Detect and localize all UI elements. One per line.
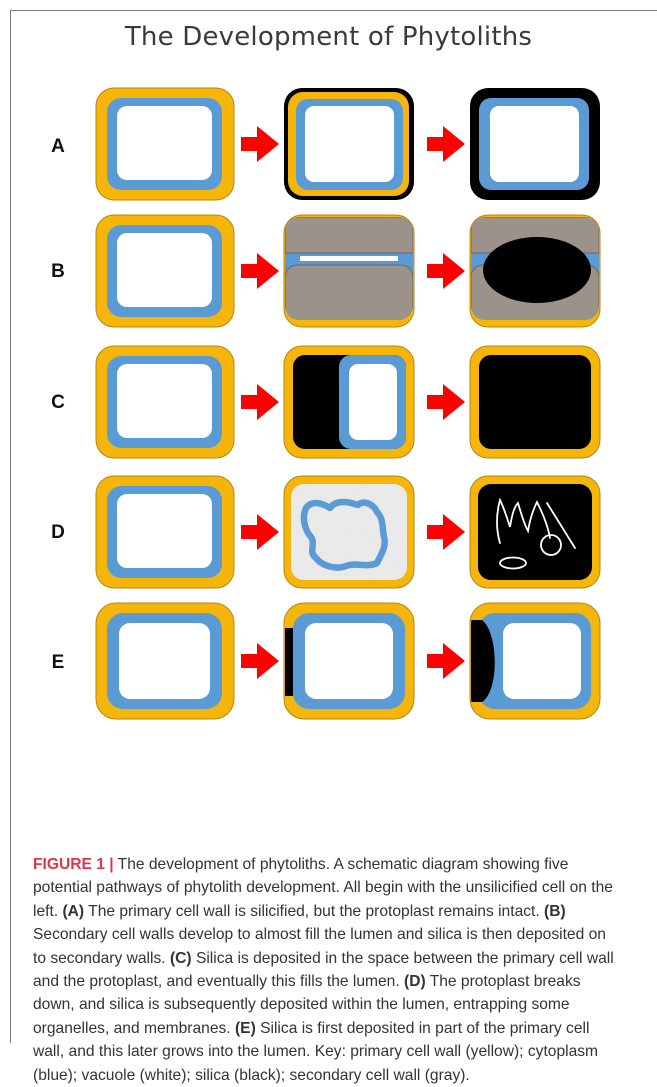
figure-title: The Development of Phytoliths [124, 22, 533, 52]
cell-b3-secondary-walls-silicified [469, 214, 601, 328]
arrow-b1 [241, 253, 279, 289]
caption-d-text: The protoplast breaks down, and silica i… [33, 973, 581, 1037]
figure-caption: FIGURE 1 | The development of phytoliths… [33, 853, 623, 1087]
figure-label: FIGURE 1 | [33, 856, 114, 873]
cell-e3-silica-grows-into-lumen [469, 602, 601, 720]
arrow-c2 [427, 384, 465, 420]
cell-e2-wall-partially-silicified [283, 602, 415, 720]
caption-b-label: (B) [544, 902, 566, 920]
caption-d-label: (D) [404, 973, 426, 991]
arrow-d2 [427, 514, 465, 550]
row-label-a: A [51, 136, 65, 157]
caption-c-label: (C) [169, 949, 192, 967]
arrow-e1 [241, 643, 279, 679]
arrow-a1 [241, 126, 279, 162]
phytolith-diagram: A B C D E [51, 87, 601, 720]
caption-e-label: (E) [234, 1019, 256, 1037]
cell-d3-lumen-silicified-with-organelles [469, 475, 601, 589]
arrow-c1 [241, 384, 279, 420]
cell-a2-wall-silicifying [284, 88, 414, 200]
figure-frame [10, 10, 657, 1043]
caption-a-text: The primary cell wall is silicified, but… [84, 902, 545, 920]
caption-a-label: (A) [62, 902, 85, 920]
arrow-b2 [427, 253, 465, 289]
row-label-e: E [52, 652, 65, 673]
row-label-b: B [51, 261, 65, 282]
cell-a1-unsilicified [95, 87, 235, 201]
arrow-d1 [241, 514, 279, 550]
caption-b-text: Secondary cell walls develop to almost f… [33, 926, 606, 967]
cell-d1-unsilicified [95, 475, 235, 589]
row-label-d: D [51, 522, 65, 543]
cell-c2-silica-between-wall-and-protoplast [283, 345, 415, 459]
cell-e1-unsilicified [95, 602, 235, 720]
arrow-a2 [427, 126, 465, 162]
cell-c3-lumen-filled [469, 345, 601, 459]
caption-c-text: Silica is deposited in the space between… [33, 949, 614, 991]
cell-c1-unsilicified [95, 345, 235, 459]
cell-d2-protoplast-breakdown [283, 475, 415, 589]
cell-a3-wall-silicified [470, 88, 600, 200]
cell-b1-unsilicified [95, 214, 235, 328]
caption-intro: The development of phytoliths. A schemat… [33, 856, 613, 920]
row-label-c: C [51, 392, 65, 413]
cell-b2-secondary-walls [283, 214, 415, 328]
arrow-e2 [427, 643, 465, 679]
